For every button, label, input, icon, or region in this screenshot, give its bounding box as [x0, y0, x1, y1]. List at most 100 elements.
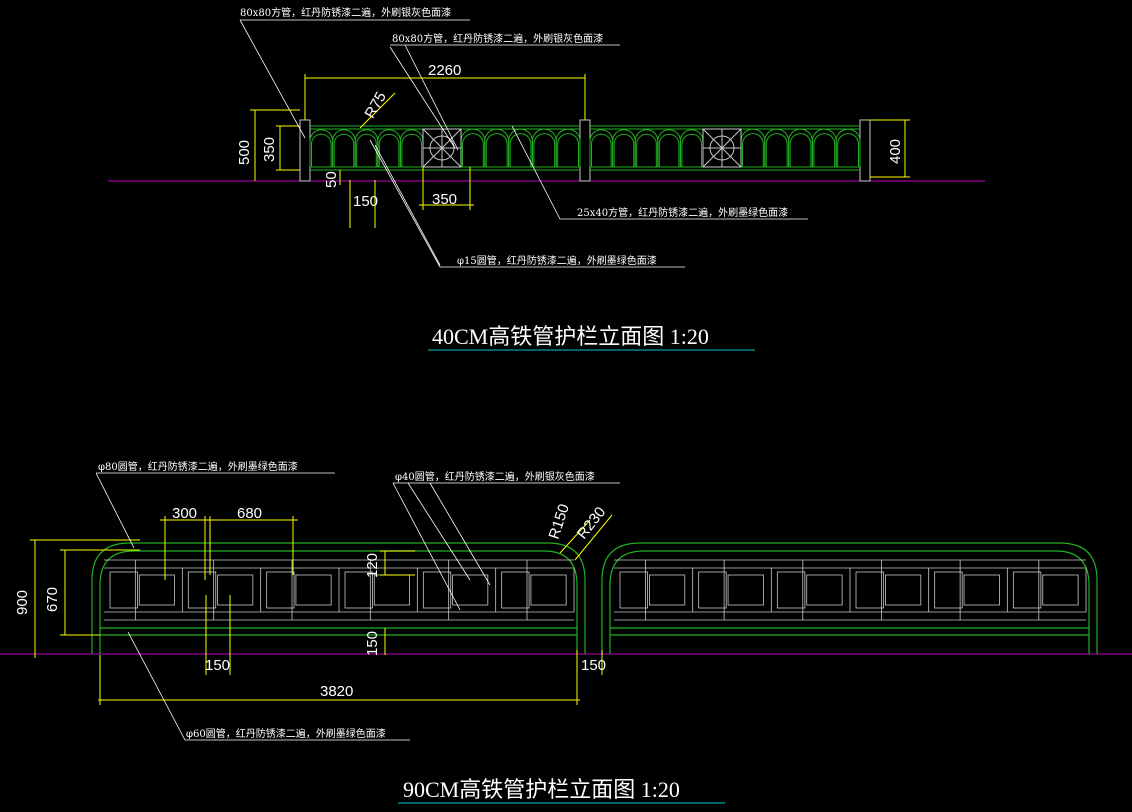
arch [789, 133, 812, 167]
lattice-cell [963, 574, 1000, 606]
lattice-cell [217, 574, 254, 606]
dim-total-h: 500 [236, 140, 253, 165]
lattice-cell [373, 574, 410, 606]
dim-right-h: 400 [887, 139, 904, 164]
note-post-b: 80x80方管，红丹防锈漆二遍，外刷银灰色面漆 [392, 32, 603, 45]
arch [462, 133, 484, 167]
arch [484, 128, 510, 167]
lattice-cell [501, 571, 530, 609]
lattice-cell [266, 571, 295, 609]
arch [837, 133, 859, 167]
frame-left [91, 542, 586, 654]
frame-right [601, 542, 1098, 654]
dim-bottom: 50 [323, 171, 340, 188]
drawing-40cm: 80x80方管，红丹防锈漆二遍，外刷银灰色面漆 80x80方管，红丹防锈漆二遍，… [108, 6, 985, 351]
dim-arch-w: 150 [353, 193, 378, 210]
arch [555, 128, 581, 167]
arch [377, 129, 401, 167]
dim-w300: 300 [172, 505, 197, 522]
arch [612, 129, 636, 167]
lattice-cell [138, 574, 175, 606]
arch [679, 129, 704, 167]
lattice-cell [619, 571, 648, 609]
arch [399, 129, 424, 167]
arch [636, 133, 657, 167]
arch [356, 133, 377, 167]
arch [591, 133, 612, 167]
lattice-cell [344, 571, 373, 609]
arch [811, 128, 837, 167]
arch [634, 129, 659, 167]
arch [657, 129, 681, 167]
leaders-40 [239, 19, 808, 268]
lattice-cell [649, 574, 686, 606]
arch [309, 129, 334, 167]
lattice-cell [1012, 571, 1042, 609]
leaders-90 [95, 472, 620, 741]
lattice-cell [187, 571, 217, 609]
dim-radius: R75 [361, 89, 389, 121]
dim-orn-w: 350 [432, 191, 457, 208]
arch [835, 128, 861, 167]
note-inner-pipe: φ40圆管，红丹防锈漆二遍，外刷银灰色面漆 [395, 470, 595, 483]
dim-span2: 3820 [320, 683, 353, 700]
note-bottom-pipe: φ60圆管，红丹防锈漆二遍，外刷墨绿色面漆 [186, 727, 386, 740]
arch [765, 133, 788, 167]
lattice-cell [452, 574, 489, 606]
dim-h120: 120 [364, 553, 381, 578]
arch [658, 133, 680, 167]
dim-span: 2260 [428, 62, 461, 79]
dim-w150b: 150 [581, 657, 606, 674]
lattice-cell [530, 574, 567, 606]
arch [788, 128, 813, 167]
arch [589, 129, 614, 167]
dim-panel-h: 350 [261, 137, 278, 162]
dim-total-h2: 900 [14, 590, 31, 615]
arch [557, 133, 579, 167]
arches-40 [309, 128, 861, 167]
title-90: 90CM高铁管护栏立面图 1:20 [403, 777, 680, 802]
ornament-1 [422, 128, 462, 168]
arch [531, 128, 557, 167]
lattice-cell [727, 574, 764, 606]
arch [485, 133, 508, 167]
arch [740, 128, 766, 167]
ornament-2 [702, 128, 742, 168]
arch [613, 133, 635, 167]
dim-inner-h: 670 [44, 587, 61, 612]
arch [332, 129, 356, 167]
dim-h150: 150 [364, 631, 381, 656]
lattice-cell [422, 571, 452, 609]
lattice-cell [855, 571, 884, 609]
dimensions-90 [30, 514, 613, 705]
note-top-pipe: φ80圆管，红丹防锈漆二遍，外刷墨绿色面漆 [98, 460, 298, 473]
note-rail: 25x40方管，红丹防锈漆二遍，外刷墨绿色面漆 [577, 206, 788, 219]
post-right [859, 119, 871, 182]
note-round: φ15圆管，红丹防锈漆二遍，外刷墨绿色面漆 [457, 254, 657, 267]
lattice-cell [776, 571, 806, 609]
post-mid [579, 119, 591, 182]
lattice-cell [1042, 574, 1079, 606]
drawing-90cm: φ80圆管，红丹防锈漆二遍，外刷墨绿色面漆 φ40圆管，红丹防锈漆二遍，外刷银灰… [0, 460, 1132, 804]
post-left [299, 119, 311, 182]
lattice-cell [109, 571, 138, 609]
dim-r150: R150 [546, 502, 573, 541]
lattice-panels [104, 559, 1087, 621]
title-40: 40CM高铁管护栏立面图 1:20 [432, 324, 709, 349]
dim-w680: 680 [237, 505, 262, 522]
arch [533, 133, 556, 167]
arch [742, 133, 764, 167]
rails-40 [310, 125, 860, 171]
arch [509, 133, 532, 167]
arch [333, 133, 355, 167]
lattice-cell [698, 571, 727, 609]
arch [311, 133, 332, 167]
note-post-a: 80x80方管，红丹防锈漆二遍，外刷银灰色面漆 [240, 6, 451, 19]
dim-r230: R230 [574, 504, 609, 543]
arch [460, 128, 486, 167]
arch [508, 128, 533, 167]
arch [813, 133, 836, 167]
arch [378, 133, 400, 167]
dimensions-40 [250, 74, 910, 228]
